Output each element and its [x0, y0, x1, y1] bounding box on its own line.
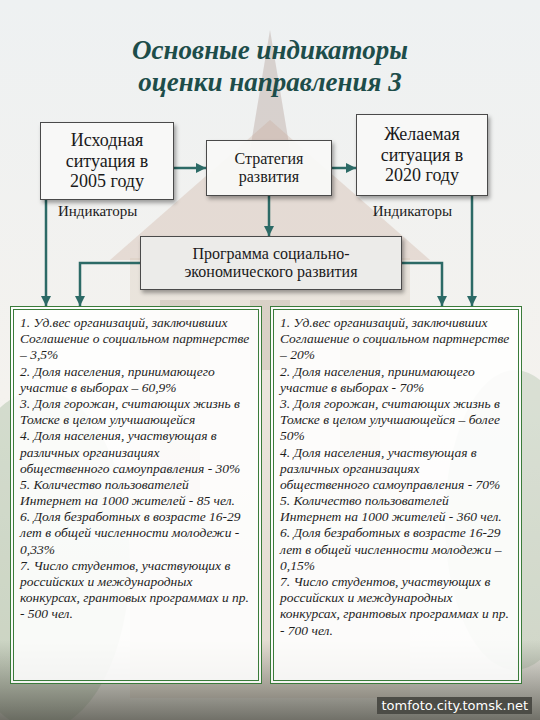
node-text: 5. Количество пользователей Интернет на … [280, 493, 512, 525]
diagram-title: Основные индикаторы оценки направления 3 [105, 34, 435, 99]
program-box: Программа социально-экономического разви… [140, 236, 402, 290]
node-text: Программа социально-экономического разви… [146, 245, 396, 282]
flow-arrow [332, 167, 356, 170]
watermark: tomfoto.city.tomsk.net [377, 697, 532, 714]
flow-arrow [402, 263, 442, 306]
node-text: 4. Доля населения, участвующая в различн… [20, 428, 252, 477]
node-text: Исходная ситуация в 2005 году [46, 130, 168, 192]
node-text: Желаемая ситуация в 2020 году [362, 124, 482, 186]
flow-arrow [471, 196, 474, 306]
node-text: 3. Доля горожан, считающих жизнь в Томск… [20, 396, 252, 428]
flow-arrow [174, 167, 206, 170]
node-text: 4. Доля населения, участвующая в различн… [280, 445, 512, 494]
strategy-box: Стратегия развития [206, 140, 332, 196]
indicator-caption: Индикаторы [373, 203, 452, 220]
node-text: Стратегия развития [212, 150, 326, 187]
flow-arrow [80, 263, 140, 306]
node-text: 1. Уд.вес организаций, заключивших Согла… [20, 315, 252, 364]
node-text: 6. Доля безработных в возрасте 16-29 лет… [280, 525, 512, 574]
situation-box: Желаемая ситуация в 2020 году [356, 114, 488, 196]
node-text: 7. Число студентов, участвующих в россий… [280, 574, 512, 639]
flow-arrow [268, 196, 271, 236]
node-text: 5. Количество пользователей Интернет на … [20, 477, 252, 509]
flow-arrow [45, 200, 48, 306]
node-text: 1. Уд.вес организаций, заключивших Согла… [280, 315, 512, 364]
node-text: 3. Доля горожан, считающих жизнь в Томск… [280, 396, 512, 445]
node-text: 6. Доля безработных в возрасте 16-29 лет… [20, 509, 252, 558]
node-text: 2. Доля населения, принимающего участие … [280, 364, 512, 396]
node-text: 2. Доля населения, принимающего участие … [20, 364, 252, 396]
indicator-list: 1. Уд.вес организаций, заключивших Согла… [270, 306, 522, 684]
indicator-caption: Индикаторы [58, 203, 137, 220]
node-text: 7. Число студентов, участвующих в россий… [20, 558, 252, 623]
situation-box: Исходная ситуация в 2005 году [40, 122, 174, 200]
indicator-list: 1. Уд.вес организаций, заключивших Согла… [10, 306, 262, 684]
